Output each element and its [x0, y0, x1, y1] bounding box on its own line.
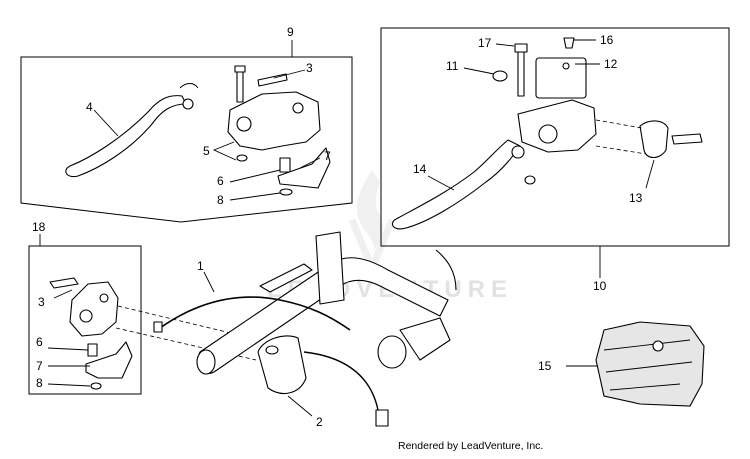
handlebar-clamp-right [399, 317, 451, 361]
callout-9: 9 [287, 25, 294, 39]
group-10-frame [380, 27, 730, 247]
callout-10: 10 [593, 279, 607, 293]
handlebar-riser [315, 231, 345, 305]
leader-7a [299, 157, 321, 169]
cable-end-1 [153, 321, 163, 333]
lever-perch-18 [69, 281, 119, 337]
spring-part-6 [279, 157, 291, 173]
lever-part-4 [65, 95, 187, 178]
screw-part-3b [49, 277, 79, 289]
callout-2: 2 [316, 415, 323, 429]
perch-pivot-18 [99, 293, 109, 303]
master-cylinder-bore [538, 124, 558, 144]
lever-part-14 [391, 139, 521, 230]
callout-17: 17 [478, 36, 492, 50]
assembly-line-13b [595, 145, 647, 155]
lever-nut-14 [524, 175, 536, 185]
callout-12: 12 [604, 57, 618, 71]
handlebar-grip-right [377, 335, 407, 369]
callout-6a: 6 [217, 174, 224, 188]
washer-part-8 [279, 188, 293, 196]
assembly-line-13a [595, 119, 643, 129]
callout-18: 18 [32, 220, 46, 234]
callout-6b: 6 [36, 335, 43, 349]
callout-3a: 3 [306, 61, 313, 75]
group-9-frame [20, 56, 353, 223]
perch-bore [236, 116, 252, 132]
handlebar-crossbar [259, 263, 313, 293]
leader-6a [229, 169, 281, 183]
callout-8b: 8 [36, 376, 43, 390]
reservoir-cap [562, 62, 570, 70]
callout-16: 16 [600, 33, 614, 47]
bolt-part-17 [517, 49, 525, 97]
master-cylinder-body [517, 99, 597, 153]
callout-8a: 8 [217, 193, 224, 207]
leader-2 [287, 395, 313, 417]
bolt-head-17 [514, 43, 528, 53]
callout-15: 15 [538, 359, 552, 373]
washer-part-8b [90, 382, 102, 390]
leader-8b [47, 383, 91, 387]
cap-part-11 [492, 70, 508, 82]
leader-11 [463, 67, 495, 75]
leader-3b [53, 289, 73, 299]
handguard-part-15 [595, 321, 705, 407]
perch-pivot [292, 102, 304, 114]
lever-pivot-14 [511, 145, 525, 159]
screw-part-16 [563, 37, 575, 49]
watermark-logo [348, 170, 396, 278]
callout-4: 4 [86, 100, 93, 114]
clamp-part-13 [639, 120, 669, 159]
callout-3b: 3 [38, 295, 45, 309]
pivot-arrow [179, 83, 199, 89]
callout-1: 1 [197, 259, 204, 273]
leader-14 [427, 175, 455, 191]
clamp-bolt [671, 133, 703, 145]
leader-17 [495, 43, 515, 47]
spring-part-6b [87, 343, 98, 357]
switch-part-7b [85, 341, 133, 379]
group-18-frame [28, 245, 142, 395]
cable-part-1 [159, 296, 351, 331]
callout-13: 13 [629, 191, 643, 205]
nut-part-5 [236, 154, 248, 162]
brake-line [435, 249, 457, 291]
footer-credit: Rendered by LeadVenture, Inc. [398, 440, 544, 452]
handguard-detail [603, 339, 693, 391]
callout-11: 11 [446, 59, 459, 73]
lever-pivot-4 [182, 98, 194, 110]
leader-6b [47, 347, 89, 351]
bolt-head-5 [234, 65, 246, 73]
callout-14: 14 [413, 162, 427, 176]
leader-5 [212, 141, 237, 161]
leader-1 [203, 271, 215, 293]
callout-7b: 7 [36, 359, 43, 373]
switch-button-2 [265, 345, 279, 355]
leader-8a [229, 192, 281, 201]
leader-4 [93, 109, 119, 137]
callout-7a: 7 [324, 149, 331, 163]
leader-3a [273, 69, 306, 79]
leader-13 [645, 159, 655, 189]
switch-housing-part-2 [257, 335, 307, 394]
callout-5: 5 [203, 144, 210, 158]
connector-part-2 [375, 409, 389, 427]
bolt-part-5 [236, 69, 244, 103]
handlebar-end [196, 349, 216, 375]
screw-part-3 [257, 73, 288, 87]
switch-wire-2 [303, 351, 379, 411]
reservoir-part-12 [535, 57, 587, 99]
perch-bore-18 [79, 309, 93, 323]
handguard-mount [652, 340, 664, 352]
